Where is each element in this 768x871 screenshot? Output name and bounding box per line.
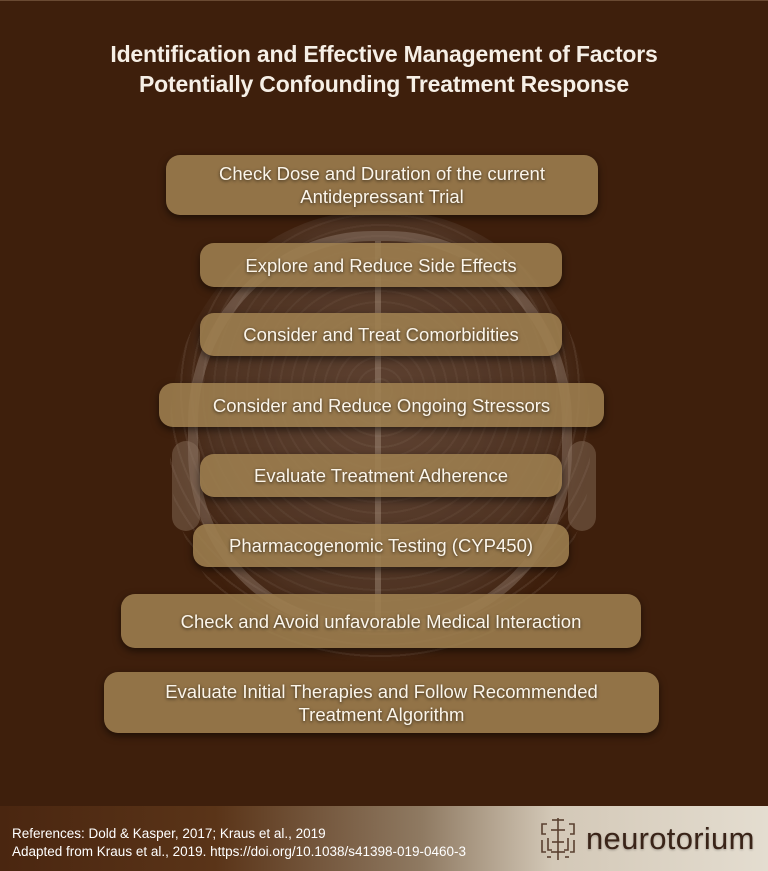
step-label: Consider and Reduce Ongoing Stressors bbox=[212, 394, 551, 416]
references-text: References: Dold & Kasper, 2017; Kraus e… bbox=[12, 826, 326, 841]
step-check-dose-duration: Check Dose and Duration of the current A… bbox=[166, 155, 598, 215]
brand-logo: neurotorium bbox=[538, 816, 755, 862]
step-label: Explore and Reduce Side Effects bbox=[245, 254, 517, 276]
title-line-1: Identification and Effective Management … bbox=[110, 41, 658, 67]
step-treatment-adherence: Evaluate Treatment Adherence bbox=[200, 454, 562, 497]
neuron-tree-icon bbox=[541, 818, 575, 860]
footer-bar: References: Dold & Kasper, 2017; Kraus e… bbox=[0, 806, 768, 871]
page-title: Identification and Effective Management … bbox=[0, 39, 768, 99]
brain-left-ear-shape bbox=[172, 441, 200, 531]
step-label: Pharmacogenomic Testing (CYP450) bbox=[228, 535, 534, 556]
step-label: Consider and Treat Comorbidities bbox=[243, 324, 519, 345]
step-label: Check and Avoid unfavorable Medical Inte… bbox=[180, 610, 582, 632]
brand-name: neurotorium bbox=[586, 821, 755, 856]
step-pharmacogenomic-testing: Pharmacogenomic Testing (CYP450) bbox=[193, 524, 569, 567]
step-treat-comorbidities: Consider and Treat Comorbidities bbox=[200, 313, 562, 356]
brain-right-ear-shape bbox=[568, 441, 596, 531]
adapted-from-text: Adapted from Kraus et al., 2019. https:/… bbox=[12, 844, 467, 859]
step-reduce-side-effects: Explore and Reduce Side Effects bbox=[200, 243, 562, 287]
step-label-line-1: Check Dose and Duration of the current bbox=[219, 163, 545, 184]
step-label: Evaluate Treatment Adherence bbox=[253, 465, 509, 486]
step-treatment-algorithm: Evaluate Initial Therapies and Follow Re… bbox=[104, 672, 659, 733]
step-label-line-2: Treatment Algorithm bbox=[298, 703, 465, 725]
step-label-line-2: Antidepressant Trial bbox=[300, 186, 464, 207]
step-medical-interaction: Check and Avoid unfavorable Medical Inte… bbox=[121, 594, 641, 648]
step-reduce-stressors: Consider and Reduce Ongoing Stressors bbox=[159, 383, 604, 427]
step-label-line-1: Evaluate Initial Therapies and Follow Re… bbox=[165, 680, 598, 702]
references-block: References: Dold & Kasper, 2017; Kraus e… bbox=[12, 825, 466, 861]
infographic-canvas: Identification and Effective Management … bbox=[0, 0, 768, 733]
title-line-2: Potentially Confounding Treatment Respon… bbox=[139, 71, 629, 97]
